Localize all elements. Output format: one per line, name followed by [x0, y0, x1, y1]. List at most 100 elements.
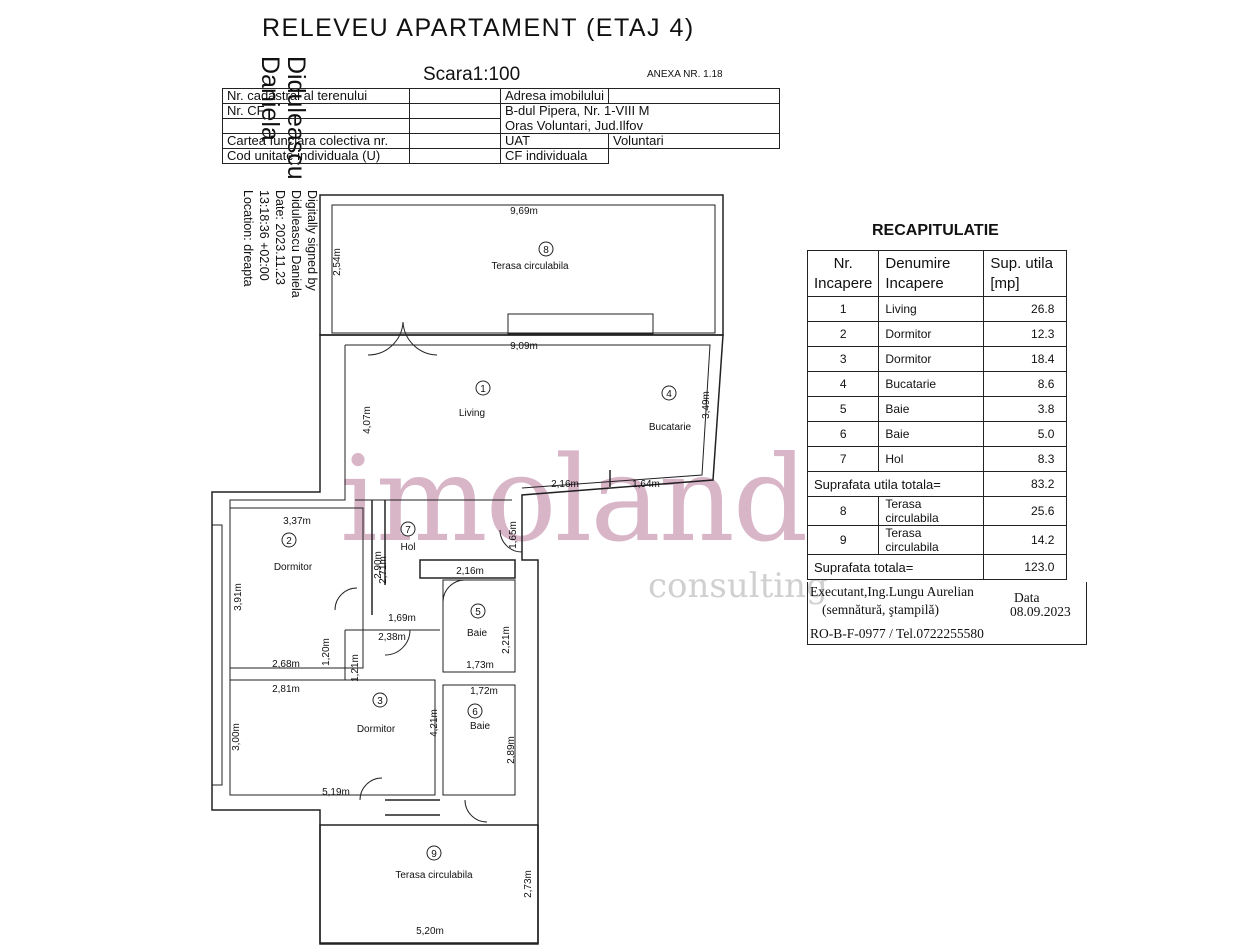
cadastral-table: Nr. cadastral al terenului Adresa imobil… — [222, 88, 780, 164]
dimension-label: 2,38m — [378, 632, 406, 643]
recap-cell: Dormitor — [878, 346, 985, 372]
inner-wall-top — [345, 344, 711, 489]
room-number-circle — [372, 692, 388, 708]
room-2-wall — [229, 507, 364, 669]
room-name: Terasa circulabila — [395, 870, 473, 881]
recap-cell: Terasa circulabila — [878, 525, 985, 555]
recap-cell: 7 — [806, 446, 880, 472]
cad-cell: Nr. CF — [222, 103, 410, 119]
recap-cell: 1 — [806, 296, 880, 322]
recap-header-row: Nr. Incapere Denumire Incapere Sup. util… — [806, 250, 1068, 297]
recap-cell: 9 — [806, 525, 880, 555]
recap-cell: 14.2 — [983, 525, 1068, 555]
dimension-label: 3,00m — [231, 723, 242, 751]
recap-title: RECAPITULATIE — [872, 222, 999, 239]
recap-header-name: Denumire Incapere — [878, 250, 985, 297]
dimension-label: 1,72m — [470, 686, 498, 697]
dimension-label: 1,21m — [350, 654, 361, 682]
dimension-label: 3,37m — [283, 516, 311, 527]
door-arc — [334, 587, 358, 611]
signature-date: Date: 2023.11.23 — [273, 190, 287, 285]
dimension-label: 4,07m — [362, 406, 373, 434]
recap-total-util-row: Suprafata utila totala= 83.2 — [806, 471, 1068, 497]
dimension-label: 5,19m — [322, 787, 350, 798]
room-number: 9 — [431, 849, 437, 860]
terrace-9-outline — [319, 824, 539, 944]
recap-cell: Hol — [878, 446, 985, 472]
document-title: RELEVEU APARTAMENT (ETAJ 4) — [262, 14, 695, 42]
room-number-circle — [475, 380, 491, 396]
anexa-label: ANEXA NR. 1.18 — [647, 69, 723, 80]
plan-walls — [211, 194, 724, 945]
room-number-circle — [467, 703, 483, 719]
signature-meta: Digitally signed by Diduleascu Daniela D… — [240, 190, 320, 320]
room-number-circle — [426, 845, 442, 861]
recap-cell: Bucatarie — [878, 371, 985, 397]
room-6-wall — [442, 684, 516, 796]
recap-total-label: Suprafata totala= — [806, 554, 985, 580]
dimension-label: 3,91m — [233, 583, 244, 611]
recap-cell: 4 — [806, 371, 880, 397]
executant-sign-note: (semnătură, ştampilă) — [822, 602, 939, 617]
terrace-8-inner — [331, 204, 716, 334]
cadastral-row: Nr. CF B-dul Pipera, Nr. 1-VIII M — [222, 103, 780, 119]
dimension-label: 1,20m — [321, 638, 332, 666]
dimension-label: 5,20m — [416, 926, 444, 937]
cad-cell: B-dul Pipera, Nr. 1-VIII M — [500, 103, 780, 119]
dimension-label: 2,71m — [378, 556, 389, 584]
cad-cell: Voluntari — [608, 133, 780, 149]
inner-wall-left — [229, 345, 355, 796]
recap-cell: 26.8 — [983, 296, 1068, 322]
recap-cell: 8.6 — [983, 371, 1068, 397]
recap-cell: Terasa circulabila — [878, 496, 985, 526]
dimension-label: 2,21m — [501, 626, 512, 654]
watermark-brand: imoland — [340, 430, 808, 568]
door-arc — [402, 321, 438, 356]
room-number: 6 — [472, 707, 478, 718]
room-number: 1 — [480, 384, 486, 395]
room-number-circle — [281, 532, 297, 548]
dimension-label: 1,73m — [466, 660, 494, 671]
recap-cell: 3 — [806, 346, 880, 372]
room-name: Dormitor — [274, 562, 313, 573]
cadastral-row: Cartea funciara colectiva nr. UAT Volunt… — [222, 133, 780, 149]
door-arc — [384, 629, 411, 656]
dimension-label: 9,69m — [510, 206, 538, 217]
recap-cell: 3.8 — [983, 396, 1068, 422]
executant-data-label: Data — [1014, 590, 1040, 605]
door-arc — [464, 799, 488, 823]
recap-header-nr: Nr. Incapere — [806, 250, 880, 297]
room-name: Hol — [400, 542, 415, 553]
recap-total-util-label: Suprafata utila totala= — [806, 471, 985, 497]
recap-total: 123.0 — [983, 554, 1068, 580]
room-number: 7 — [405, 525, 411, 536]
room-name: Baie — [470, 721, 490, 732]
room-number-circle — [470, 603, 486, 619]
dimension-label: 9,09m — [510, 341, 538, 352]
recap-table: Nr. Incapere Denumire Incapere Sup. util… — [806, 250, 1068, 580]
dimension-label: 1,65m — [508, 521, 519, 549]
recap-cell: 12.3 — [983, 321, 1068, 347]
dimension-label: 2,16m — [456, 566, 484, 577]
signature-signer: Diduleascu Daniela — [289, 190, 303, 298]
dimension-label: 1,69m — [388, 613, 416, 624]
room-number: 3 — [377, 696, 383, 707]
executant-date: 08.09.2023 — [1010, 604, 1071, 619]
recap-cell: 2 — [806, 321, 880, 347]
executant-name: Executant,Ing.Lungu Aurelian — [810, 584, 974, 599]
cad-cell: Adresa imobilului — [500, 88, 609, 104]
door-arc — [359, 777, 383, 801]
room-number: 8 — [543, 245, 549, 256]
room-name: Terasa circulabila — [491, 261, 569, 272]
window — [507, 313, 654, 335]
recap-cell: Baie — [878, 396, 985, 422]
room-name: Baie — [467, 628, 487, 639]
recap-total-row: Suprafata totala= 123.0 — [806, 554, 1068, 580]
dimension-label: 2,81m — [272, 684, 300, 695]
